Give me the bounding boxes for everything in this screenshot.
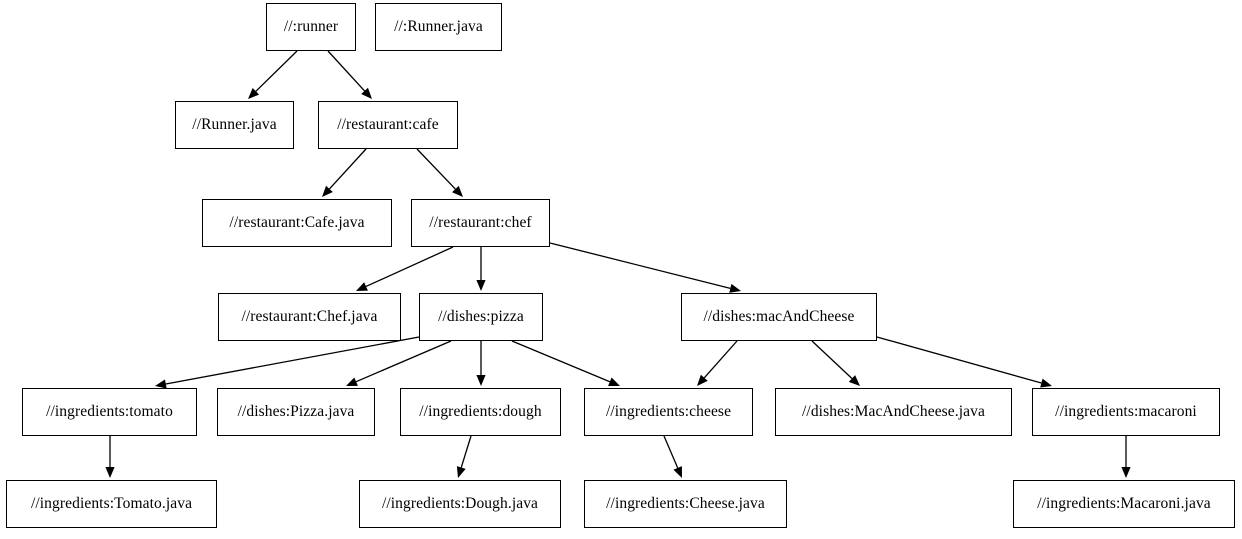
graph-node-runner[interactable]: //:runner [266, 3, 356, 51]
graph-node-label: //:Runner.java [394, 18, 483, 36]
graph-node-ingredients_tomato[interactable]: //ingredients:tomato [22, 388, 197, 436]
graph-node-dishes_pizza[interactable]: //dishes:pizza [419, 293, 543, 341]
graph-node-label: //ingredients:Dough.java [381, 495, 539, 513]
graph-node-restaurant_cafe[interactable]: //restaurant:cafe [318, 101, 458, 149]
graph-node-label: //dishes:pizza [438, 308, 524, 326]
graph-node-label: //ingredients:tomato [46, 403, 173, 421]
graph-node-dough_java[interactable]: //ingredients:Dough.java [359, 480, 561, 528]
graph-node-dishes_pizza_java[interactable]: //dishes:Pizza.java [217, 388, 375, 436]
graph-node-label: //ingredients:cheese [605, 403, 732, 421]
graph-node-dishes_mac_java[interactable]: //dishes:MacAndCheese.java [775, 388, 1012, 436]
graph-node-cheese_java[interactable]: //ingredients:Cheese.java [584, 480, 787, 528]
graph-node-label: //ingredients:Macaroni.java [1037, 495, 1211, 513]
graph-node-label: //dishes:Pizza.java [237, 403, 355, 421]
graph-node-label: //ingredients:dough [419, 403, 542, 421]
graph-node-dishes_macandcheese[interactable]: //dishes:macAndCheese [681, 293, 877, 341]
graph-node-label: //restaurant:chef [429, 214, 532, 232]
graph-node-label: //dishes:MacAndCheese.java [802, 403, 985, 421]
graph-node-restaurant_chef[interactable]: //restaurant:chef [411, 199, 550, 247]
graph-node-label: //Runner.java [192, 116, 277, 134]
graph-node-runner_java[interactable]: //Runner.java [175, 101, 294, 149]
graph-node-label: //dishes:macAndCheese [703, 308, 855, 326]
graph-node-label: //restaurant:Cafe.java [229, 214, 365, 232]
graph-node-label: //restaurant:cafe [337, 116, 439, 134]
graph-node-macaroni_java[interactable]: //ingredients:Macaroni.java [1013, 480, 1235, 528]
graph-node-restaurant_cafe_java[interactable]: //restaurant:Cafe.java [202, 199, 392, 247]
graph-node-ingredients_cheese[interactable]: //ingredients:cheese [584, 388, 753, 436]
graph-node-restaurant_chef_java[interactable]: //restaurant:Chef.java [218, 293, 401, 341]
graph-node-label: //ingredients:Tomato.java [30, 495, 193, 513]
graph-node-label: //ingredients:macaroni [1055, 403, 1197, 421]
graph-node-label: //:runner [283, 18, 339, 36]
graph-node-label: //ingredients:Cheese.java [606, 495, 765, 513]
graph-node-label: //restaurant:Chef.java [241, 308, 378, 326]
graph-node-ingredients_dough[interactable]: //ingredients:dough [400, 388, 561, 436]
graph-node-tomato_java[interactable]: //ingredients:Tomato.java [6, 480, 217, 528]
graph-node-root_runner_java[interactable]: //:Runner.java [375, 3, 502, 51]
graph-node-ingredients_macaroni[interactable]: //ingredients:macaroni [1032, 388, 1220, 436]
